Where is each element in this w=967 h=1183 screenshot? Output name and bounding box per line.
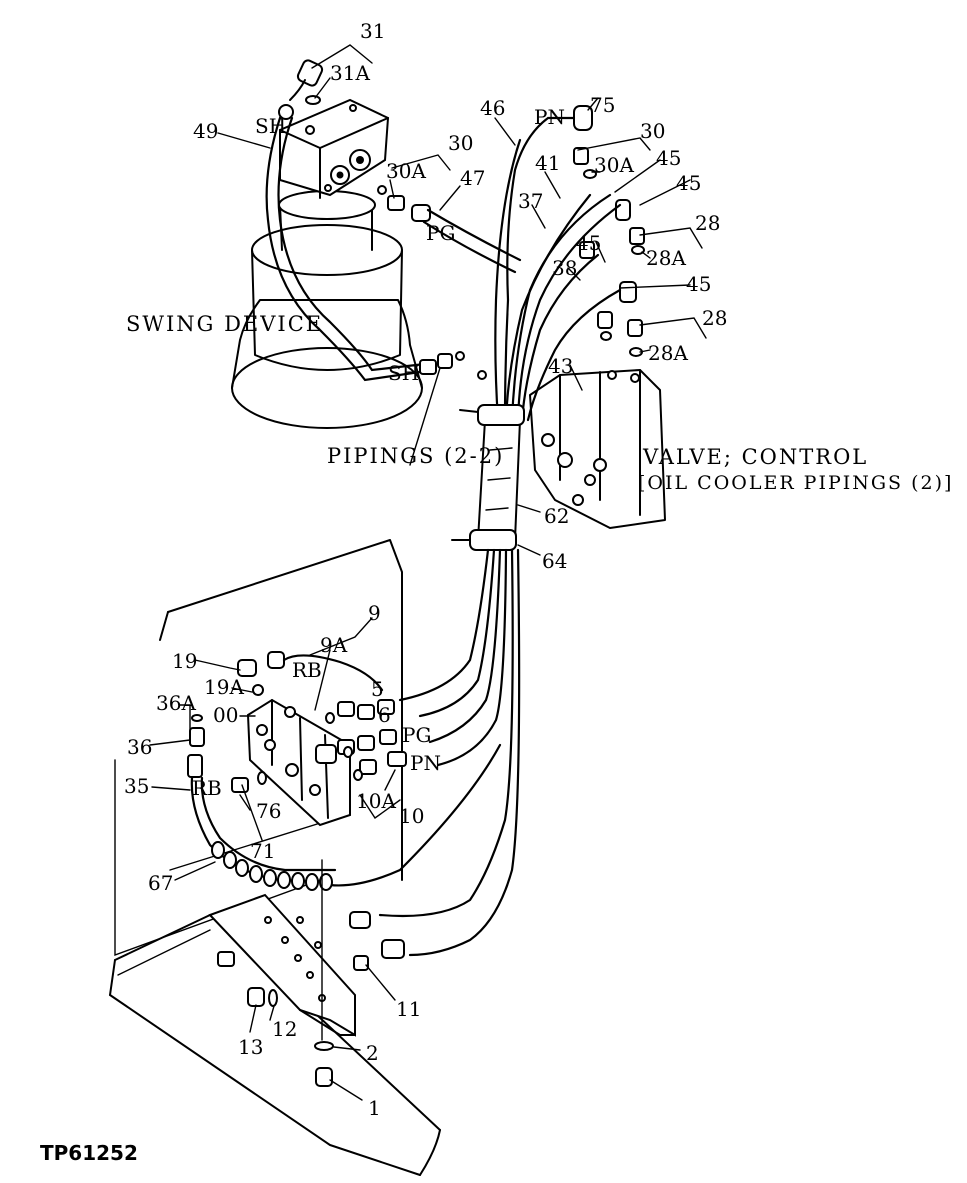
callout: 62 xyxy=(544,504,569,528)
callout: 5 xyxy=(371,677,384,701)
callout-numbers: 31 31A 49 30 30A 47 46 75 30 30A 41 45 4… xyxy=(124,19,727,1120)
callout: 45 xyxy=(676,171,701,195)
callout: 37 xyxy=(518,189,543,213)
caption-oil-cooler: [OIL COOLER PIPINGS (2)] xyxy=(638,472,953,494)
callout: 36A xyxy=(156,691,196,715)
caption-swing-device: SWING DEVICE xyxy=(126,312,323,336)
hose-label: RB xyxy=(292,658,322,682)
callout: 12 xyxy=(272,1017,297,1041)
callout: 00 xyxy=(213,703,238,727)
callout: 28A xyxy=(648,341,688,365)
callout: 71 xyxy=(250,839,275,863)
callout: 31A xyxy=(330,61,370,85)
callout: 11 xyxy=(396,997,421,1021)
caption-pipings: PIPINGS (2-2) xyxy=(327,444,504,468)
callout: 35 xyxy=(124,774,149,798)
callout: 45 xyxy=(656,146,681,170)
callout: 64 xyxy=(542,549,567,573)
callout: 38 xyxy=(552,256,577,280)
hose-bundle xyxy=(328,116,622,957)
mounting-bracket xyxy=(208,859,405,1087)
callout: 30 xyxy=(640,119,665,143)
caption-valve-control: VALVE; CONTROL xyxy=(642,445,868,469)
hose-label: RB xyxy=(192,776,222,800)
callout: 13 xyxy=(238,1035,263,1059)
callout: 9 xyxy=(368,601,381,625)
callout: 76 xyxy=(256,799,281,823)
callout: 10A xyxy=(356,789,396,813)
control-valve xyxy=(529,105,666,529)
callout: 30A xyxy=(594,153,634,177)
hose-labels: SH SH PG PN RB RB PG PN xyxy=(192,105,565,800)
leader-lines xyxy=(149,44,707,1101)
callout: 49 xyxy=(193,119,218,143)
callout: 30 xyxy=(448,131,473,155)
hose-label: PN xyxy=(410,751,441,775)
hose-spiral-guard xyxy=(211,841,333,891)
hose-label: SH xyxy=(255,114,286,138)
callout: 31 xyxy=(360,19,385,43)
callout: 9A xyxy=(320,633,348,657)
callout: 19 xyxy=(172,649,197,673)
callout: 36 xyxy=(127,735,152,759)
hose-sh xyxy=(265,59,487,382)
figure-id: TP61252 xyxy=(40,1141,138,1165)
callout: 41 xyxy=(535,151,560,175)
captions: SWING DEVICE PIPINGS (2-2) VALVE; CONTRO… xyxy=(40,312,953,1165)
callout: 2 xyxy=(366,1041,379,1065)
callout: 46 xyxy=(480,96,505,120)
callout: 28 xyxy=(702,306,727,330)
callout: 30A xyxy=(386,159,426,183)
callout: 45 xyxy=(686,272,711,296)
lower-valve-block xyxy=(187,651,407,891)
hose-label: SH xyxy=(388,361,419,385)
callout: 28 xyxy=(695,211,720,235)
callout: 1 xyxy=(368,1096,381,1120)
callout: 28A xyxy=(646,246,686,270)
callout: 6 xyxy=(378,703,391,727)
hose-label: PG xyxy=(426,221,455,245)
callout: 19A xyxy=(204,675,244,699)
callout: 75 xyxy=(590,93,615,117)
callout: 10 xyxy=(399,804,424,828)
callout: 47 xyxy=(460,166,485,190)
hose-label: PN xyxy=(534,105,565,129)
swing-device xyxy=(231,98,423,429)
callout: 43 xyxy=(548,354,573,378)
fittings-30-swing xyxy=(377,185,522,274)
hose-label: PG xyxy=(402,723,431,747)
callout: 45 xyxy=(576,231,601,255)
callout: 67 xyxy=(148,871,173,895)
